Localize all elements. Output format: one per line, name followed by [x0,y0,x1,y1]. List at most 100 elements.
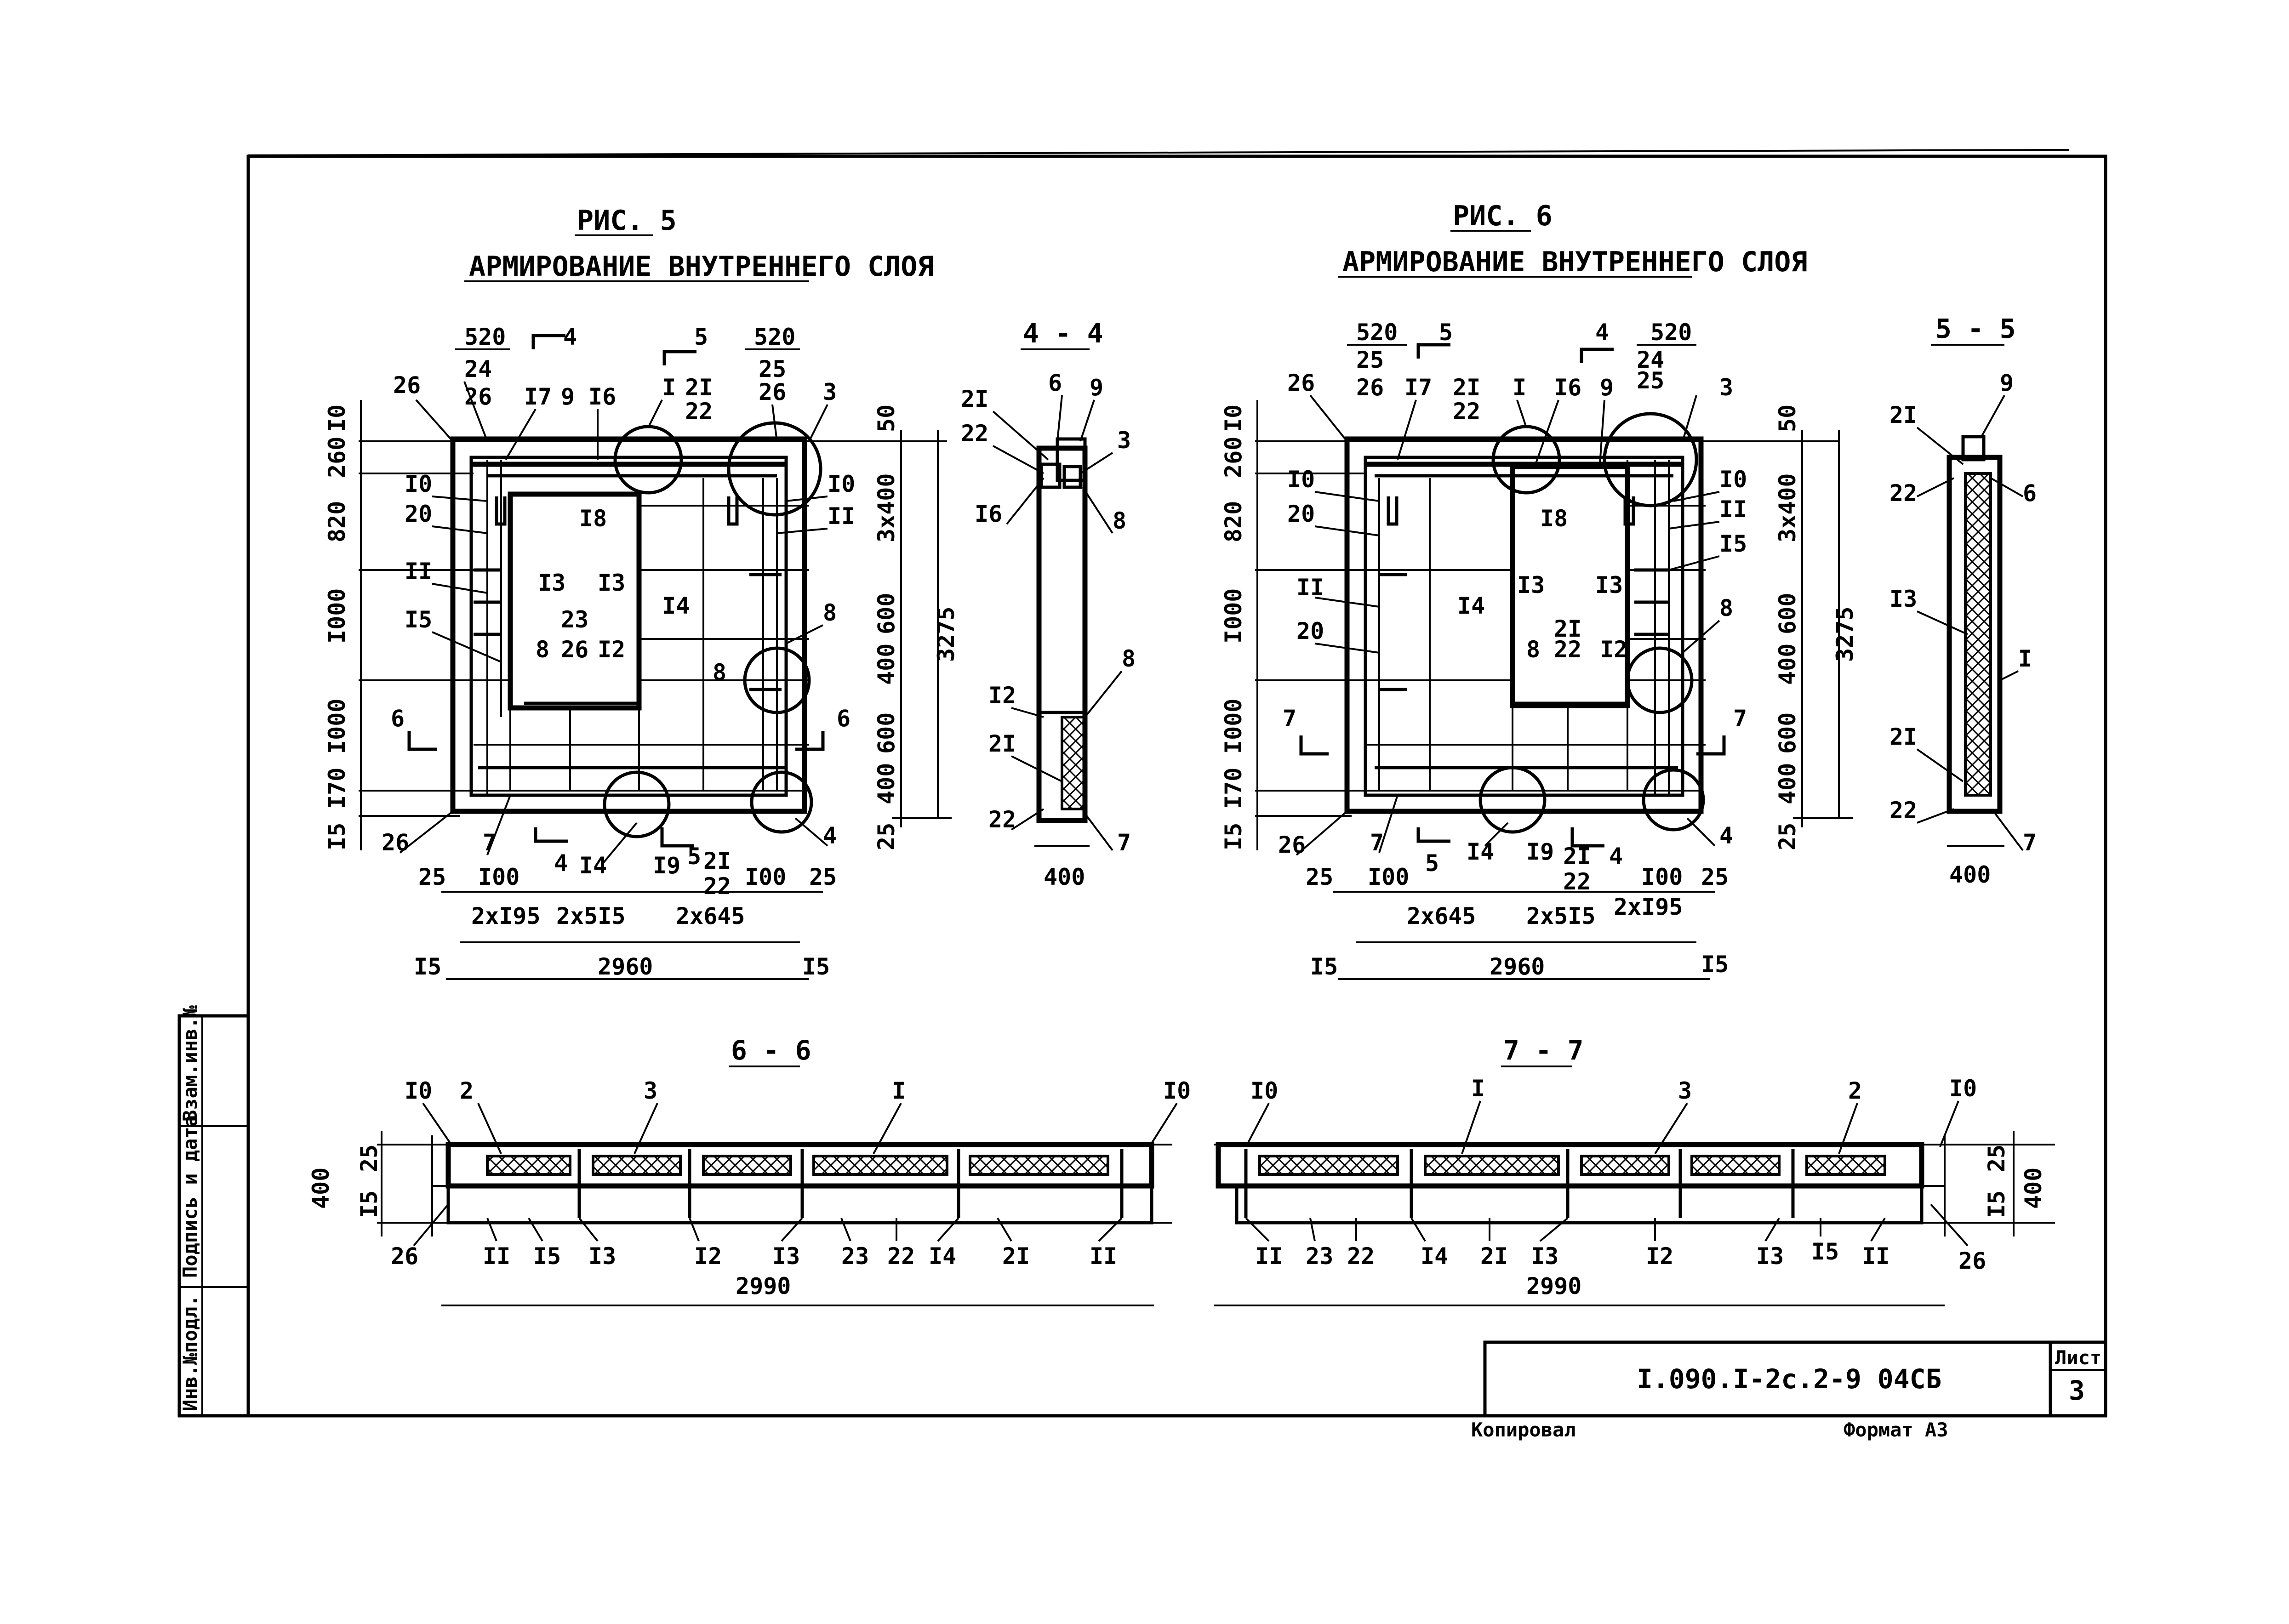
sec77-title: 7 - 7 [1503,1035,1584,1066]
fig6-label-i5: I5 [1719,530,1747,557]
sheet-label: Лист [2055,1346,2101,1369]
section-6-6: 6 - 6 400 25 I5 2990 I0 2 3 I I0 26 II I… [308,1035,1191,1306]
fig5-label-26c: 26 [759,379,786,405]
fig6-cut-4: 5 [1425,850,1439,877]
fig5-edge-0: I5 [414,953,441,980]
fig5-chain-0: 2xI95 [471,903,541,929]
sec77-bot-6: I2 [1646,1243,1673,1270]
sec44-label-6: 6 [1048,370,1062,396]
sec77-dim-25: 25 [1983,1145,2010,1172]
fig6-dim-right-5: 400 [1774,763,1801,804]
fig5-dim-right-6: 25 [873,823,900,850]
fig5-dim-right-1: 3x400 [873,473,900,542]
fig5-dim-right-0: 50 [873,405,900,432]
fig6-label-2ic: 2I [1563,843,1591,870]
fig5-label-3: 3 [823,379,837,405]
fig6-label-4: 4 [1719,822,1733,849]
fig6-cut-2: 7 [1283,705,1296,732]
fig5-label-i3b: I3 [598,570,625,596]
fig5-label-9: 9 [561,383,575,410]
sec44-label-i6: I6 [975,501,1002,527]
paper-format: Формат А3 [1844,1419,1948,1441]
sec66-bot-2: I5 [533,1243,561,1270]
fig5-cut-2: 6 [391,705,405,732]
fig6-label-i3a: I3 [1517,572,1545,598]
fig5-label-24: 24 [464,356,492,382]
sec66-top-3: I [892,1077,906,1104]
fig6-label-i4b: I4 [1467,838,1494,865]
fig6-dim-right-1: 3x400 [1774,473,1801,542]
fig6-label-26a: 26 [1287,370,1315,396]
fig6-label-25b: 25 [1637,367,1664,394]
fig5-label-20: 20 [405,501,432,527]
fig5-cut-0: 4 [563,324,577,350]
fig5-cut-5: 5 [687,843,701,870]
fig6-chain-2: 2xI95 [1614,894,1683,920]
sec55-label-i3: I3 [1889,586,1917,612]
sec44-width: 400 [1044,864,1085,890]
sec66-bot-9: 2I [1002,1243,1030,1270]
fig5-label-8c: 8 [713,659,726,686]
fig5-title: РИС. 5 [577,205,677,237]
fig6-dim-bottom-1: I00 [1368,864,1409,890]
fig6-label-ii: II [1296,574,1324,601]
sec77-top-1: I [1471,1075,1485,1102]
sec77-bot-8: I5 [1811,1238,1839,1265]
sec44-title: 4 - 4 [1023,318,1103,349]
fig5-subtitle: АРМИРОВАНИЕ ВНУТРЕННЕГО СЛОЯ [469,251,934,283]
fig6-dim-left-4: I000 [1220,699,1247,754]
fig6-label-22b: 22 [1554,636,1581,663]
fig5-label-i4: I4 [662,593,690,619]
sec77-top-2: 3 [1678,1077,1692,1104]
fig6-cut-5: 4 [1609,843,1623,870]
fig5-dim-left-5: I70 [324,768,350,809]
fig6-label-iir: II [1719,496,1747,523]
fig5-label-26a: 26 [393,372,421,399]
sec55-width: 400 [1949,861,1991,888]
fig6-dim-top-0: 520 [1356,319,1398,346]
fig6-subtitle: АРМИРОВАНИЕ ВНУТРЕННЕГО СЛОЯ [1342,246,1807,278]
sec77-bot-1: 23 [1306,1243,1333,1270]
sheet-number: 3 [2069,1375,2085,1406]
fig6-chain-0: 2x645 [1407,903,1476,929]
fig5-dim-right-5: 400 [873,763,900,804]
fig6-label-i7: I7 [1404,374,1432,401]
fig5-dim-bottom-0: 25 [418,864,446,890]
fig6-cut-3: 7 [1733,705,1747,732]
fig5-cut-1: 5 [694,324,708,350]
sec77-top-0: I0 [1250,1077,1278,1104]
fig6-label-8a: 8 [1526,636,1540,663]
fig5-label-4: 4 [823,822,837,849]
fig5-overall-width: 2960 [598,953,653,980]
fig6-label-24: 24 [1637,347,1664,373]
sec66-bot-1: II [483,1243,510,1270]
fig5-dim-right-3: 400 [873,644,900,685]
fig6-label-i3b: I3 [1595,572,1623,598]
fig6-label-20b: 20 [1296,618,1324,644]
fig6-label-i0: I0 [1287,466,1315,493]
sec66-bot-10: II [1090,1243,1117,1270]
sec77-bot-10: 26 [1958,1248,1986,1274]
fig6-dim-left-0: I0 [1220,405,1247,432]
sec66-bot-4: I2 [694,1243,722,1270]
fig6-label-i2: I2 [1600,636,1627,663]
fig6-title: РИС. 6 [1453,200,1553,232]
fig5-overall-height: 3275 [933,607,959,662]
sec66-dim-i5: I5 [356,1191,382,1218]
sec77-bot-3: I4 [1421,1243,1448,1270]
fig6-label-i: I [1513,374,1526,401]
sec77-bot-5: I3 [1531,1243,1558,1270]
fig5-cut-4: 4 [554,850,568,877]
fig6-dim-left-5: I70 [1220,768,1247,809]
fig5-label-i: I [662,374,676,401]
fig5-dim-left-3: I000 [324,588,350,644]
fig6-label-i8: I8 [1540,505,1568,532]
fig6-label-25: 25 [1356,347,1384,373]
fig6-label-22c: 22 [1563,868,1591,895]
sec44-label-22: 22 [961,420,988,447]
sheet-frame [246,149,2107,1418]
stamp-inv-replaced: Взам.инв.№ [179,1005,201,1122]
fig5-label-2ib: 2I [703,848,731,874]
fig6-dim-right-3: 400 [1774,644,1801,685]
